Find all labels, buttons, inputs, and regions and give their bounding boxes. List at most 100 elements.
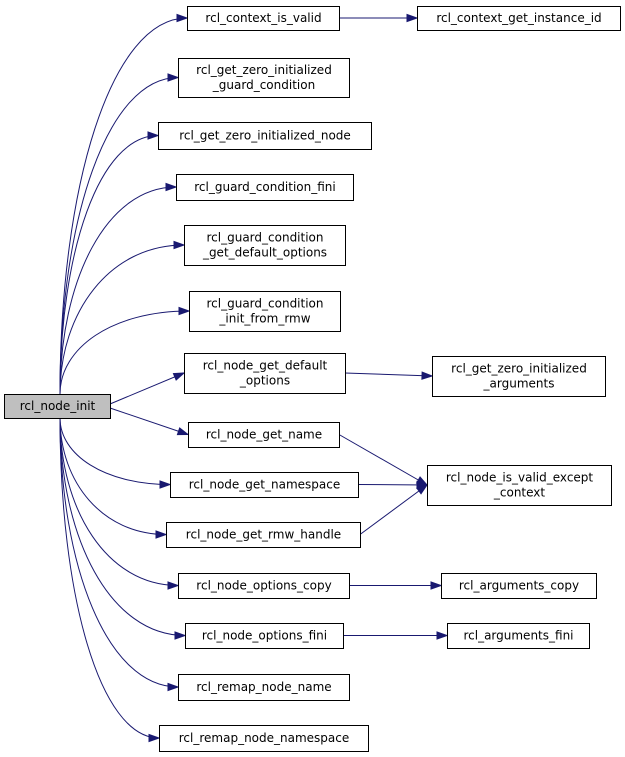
edge-line xyxy=(59,77,179,395)
node-arguments-copy[interactable]: rcl_arguments_copy xyxy=(441,573,597,599)
node-label: _arguments xyxy=(483,377,555,391)
node-box xyxy=(4,394,111,419)
node-node-get-rmw-handle[interactable]: rcl_node_get_rmw_handle xyxy=(166,522,361,548)
edge-line xyxy=(357,484,428,486)
edge-node_init-to-remap_node_namespace xyxy=(59,417,161,743)
edge-node_get_namespace-to-node_is_valid_except_context xyxy=(357,480,429,490)
edge-node_init-to-node_get_rmw_handle xyxy=(59,417,168,539)
arrowhead xyxy=(178,306,191,316)
node-context-is-valid[interactable]: rcl_context_is_valid xyxy=(187,6,340,31)
edge-node_init-to-context_is_valid xyxy=(59,13,189,395)
node-box xyxy=(189,291,341,332)
node-label: rcl_get_zero_initialized_node xyxy=(179,129,351,143)
edge-line xyxy=(338,434,428,486)
node-box xyxy=(447,623,590,649)
edge-node_init-to-remap_node_name xyxy=(59,417,180,692)
edge-node_init-to-node_options_copy xyxy=(59,417,180,590)
edge-line xyxy=(344,372,433,377)
edge-node_init-to-get_zero_init_node xyxy=(59,131,160,395)
edge-node_init-to-guard_condition_fini xyxy=(59,182,178,395)
node-node-options-fini[interactable]: rcl_node_options_fini xyxy=(185,623,344,649)
node-guard-condition-get-default-options[interactable]: rcl_guard_condition_get_default_options xyxy=(184,225,346,266)
node-guard-condition-init-from-rmw[interactable]: rcl_guard_condition_init_from_rmw xyxy=(189,291,341,332)
node-get-zero-init-guard-condition[interactable]: rcl_get_zero_initialized_guard_condition xyxy=(178,58,350,98)
node-node-get-default-options[interactable]: rcl_node_get_default_options xyxy=(184,353,346,394)
node-get-zero-init-node[interactable]: rcl_get_zero_initialized_node xyxy=(158,122,372,150)
node-label: rcl_guard_condition xyxy=(207,231,324,245)
edge-line xyxy=(59,310,190,395)
node-label: rcl_context_is_valid xyxy=(205,11,321,25)
node-node-is-valid-except-context[interactable]: rcl_node_is_valid_except_context xyxy=(427,465,612,506)
node-box xyxy=(178,58,350,98)
arrowhead xyxy=(159,480,172,489)
node-node-get-name[interactable]: rcl_node_get_name xyxy=(188,422,340,448)
node-box xyxy=(159,725,369,752)
node-label: rcl_arguments_fini xyxy=(463,629,573,643)
arrowhead xyxy=(167,73,180,82)
edge-node_init-to-node_options_fini xyxy=(59,417,187,640)
edge-node_init-to-node_get_default_options xyxy=(109,372,186,405)
node-label: _context xyxy=(493,486,546,500)
arrowhead xyxy=(436,631,449,640)
node-label: rcl_node_init xyxy=(20,399,96,413)
edge-node_init-to-node_get_namespace xyxy=(59,417,172,489)
node-remap-node-namespace[interactable]: rcl_remap_node_namespace xyxy=(159,725,369,752)
edge-node_get_rmw_handle-to-node_is_valid_except_context xyxy=(359,484,429,535)
node-box xyxy=(432,356,606,397)
node-label: rcl_node_get_rmw_handle xyxy=(186,528,341,542)
edge-node_init-to-get_zero_init_guard_condition xyxy=(59,73,180,395)
edge-line xyxy=(59,417,160,739)
node-label: _get_default_options xyxy=(202,246,327,260)
edge-context_is_valid-to-context_get_instance_id xyxy=(339,13,419,23)
node-box xyxy=(427,465,612,506)
node-arguments-fini[interactable]: rcl_arguments_fini xyxy=(447,623,590,649)
arrowhead xyxy=(406,13,419,23)
node-box xyxy=(178,674,350,701)
edge-line xyxy=(59,417,171,485)
node-remap-node-name[interactable]: rcl_remap_node_name xyxy=(178,674,350,701)
arrowhead xyxy=(176,13,189,23)
node-label: rcl_node_get_namespace xyxy=(189,478,341,492)
arrowhead xyxy=(176,427,190,436)
arrowhead xyxy=(430,581,443,590)
node-box xyxy=(184,225,346,266)
node-context-get-instance-id[interactable]: rcl_context_get_instance_id xyxy=(417,6,621,31)
node-label: rcl_remap_node_name xyxy=(196,680,331,694)
arrowhead xyxy=(165,182,178,192)
arrowhead xyxy=(147,131,160,140)
node-label: rcl_remap_node_namespace xyxy=(179,731,350,745)
edge-node_get_default_options-to-get_zero_init_arguments xyxy=(344,371,434,380)
node-label: rcl_node_get_default xyxy=(203,359,328,373)
node-guard-condition-fini[interactable]: rcl_guard_condition_fini xyxy=(176,174,354,201)
edge-node_init-to-guard_condition_init_from_rmw xyxy=(59,306,191,395)
node-label: rcl_node_options_copy xyxy=(196,579,331,593)
node-label: _guard_condition xyxy=(212,78,315,92)
edge-line xyxy=(59,244,185,395)
node-node-get-namespace[interactable]: rcl_node_get_namespace xyxy=(170,472,359,498)
node-node-options-copy[interactable]: rcl_node_options_copy xyxy=(178,573,350,599)
node-node-init[interactable]: rcl_node_init xyxy=(4,394,111,419)
edge-line xyxy=(59,417,167,535)
node-label: rcl_node_is_valid_except xyxy=(446,471,594,485)
edge-line xyxy=(59,417,179,688)
node-box xyxy=(170,472,359,498)
node-label: rcl_guard_condition_fini xyxy=(194,180,336,194)
node-label: _options xyxy=(239,374,290,388)
node-label: rcl_node_get_name xyxy=(206,428,322,442)
arrowhead xyxy=(174,631,187,640)
node-label: rcl_context_get_instance_id xyxy=(436,11,601,25)
arrowhead xyxy=(167,581,180,590)
node-label: rcl_arguments_copy xyxy=(459,579,579,593)
node-get-zero-init-arguments[interactable]: rcl_get_zero_initialized_arguments xyxy=(432,356,606,397)
edge-line xyxy=(109,407,189,435)
arrowhead xyxy=(421,371,434,380)
node-box xyxy=(417,6,621,31)
arrowhead xyxy=(155,530,168,539)
node-box xyxy=(158,122,372,150)
edge-line xyxy=(359,484,428,535)
edge-line xyxy=(109,372,185,405)
node-box xyxy=(441,573,597,599)
node-box xyxy=(178,573,350,599)
edge-line xyxy=(59,417,179,586)
node-label: rcl_node_options_fini xyxy=(202,629,327,643)
